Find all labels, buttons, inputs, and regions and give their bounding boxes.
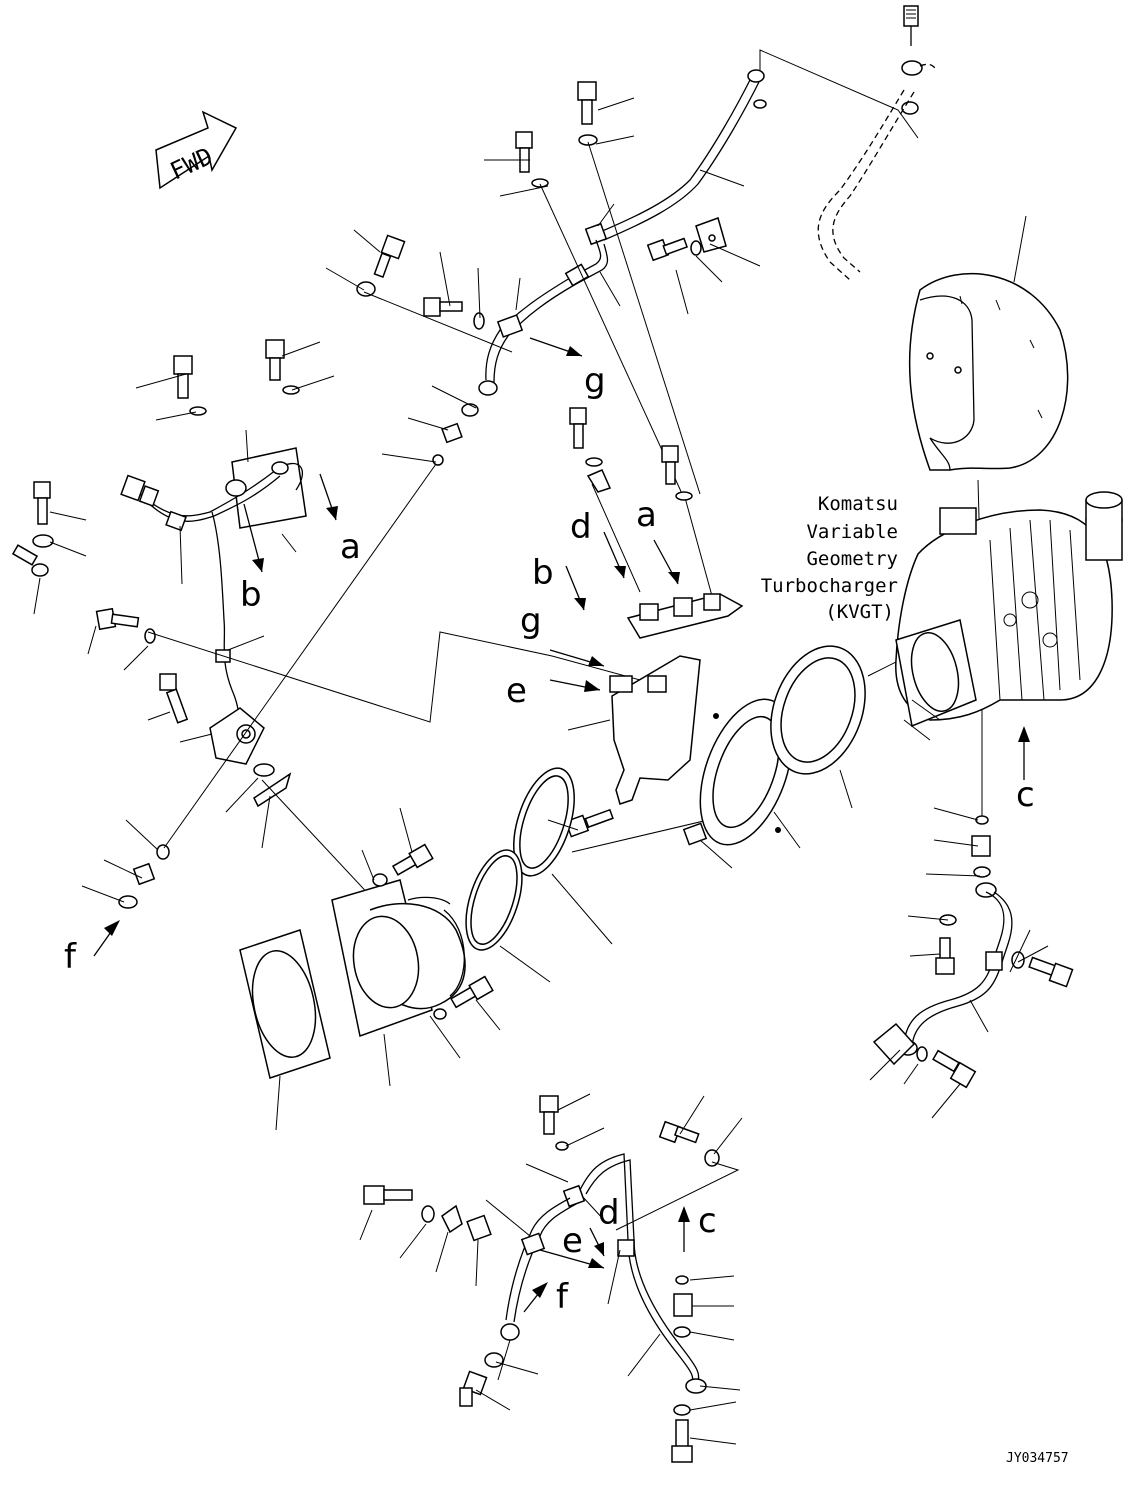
caption-line-1: Komatsu	[818, 493, 898, 515]
letter-g-top: g	[584, 361, 606, 401]
exhaust-elbow	[331, 879, 466, 1037]
callout-arrows	[93, 337, 1030, 1313]
bolts-left	[11, 481, 189, 724]
oil-drain-pipe	[872, 815, 1074, 1089]
v-band-clamp	[513, 767, 575, 877]
letter-a-left: a	[340, 527, 361, 567]
caption-line-5: (KVGT)	[825, 601, 894, 623]
kvgt-turbocharger	[895, 491, 1123, 741]
letter-b-mid: b	[532, 553, 554, 593]
letter-f-left: f	[64, 937, 77, 977]
fitting-left	[118, 844, 170, 909]
caption-line-4: Turbocharger	[761, 575, 898, 597]
turbo-heat-shield	[908, 272, 1069, 471]
bottom-oil-lines	[363, 1095, 740, 1463]
elbow-bolts	[372, 843, 494, 1020]
caption-line-2: Variable	[806, 521, 898, 543]
seal-ring	[465, 849, 523, 951]
pressure-sensor	[209, 707, 292, 808]
letter-a-mid: a	[636, 495, 657, 535]
figure-code: JY034757	[1006, 1451, 1069, 1466]
letter-b-left: b	[240, 575, 262, 615]
bolts-mid	[569, 407, 693, 501]
adapter-flange	[699, 698, 793, 846]
letter-d-mid: d	[570, 507, 592, 547]
oil-supply-pipe-ghost	[817, 5, 937, 281]
letter-c-bottom: c	[698, 1201, 717, 1241]
harness-clip-bracket	[626, 593, 744, 639]
letter-c-right: c	[1016, 775, 1035, 815]
leader-lines	[33, 97, 1049, 1445]
turbo-caption: Komatsu Variable Geometry Turbocharger (…	[761, 493, 898, 623]
pipe-bracket	[695, 217, 727, 253]
upper-oil-pipe	[478, 69, 767, 396]
sensor-bracket	[609, 655, 701, 805]
letter-g-mid: g	[520, 601, 542, 641]
gasket-turbo	[770, 645, 866, 775]
sensor-harness	[120, 339, 307, 721]
fwd-arrow-icon: FWD	[155, 110, 238, 190]
bolts-top	[356, 81, 702, 466]
letter-e-bottom: e	[562, 1221, 583, 1261]
exhaust-gasket	[239, 929, 331, 1079]
letter-f-bottom: f	[556, 1277, 569, 1317]
letter-e-mid: e	[506, 671, 527, 711]
letter-d-bottom: d	[598, 1193, 620, 1233]
caption-line-3: Geometry	[806, 548, 898, 570]
